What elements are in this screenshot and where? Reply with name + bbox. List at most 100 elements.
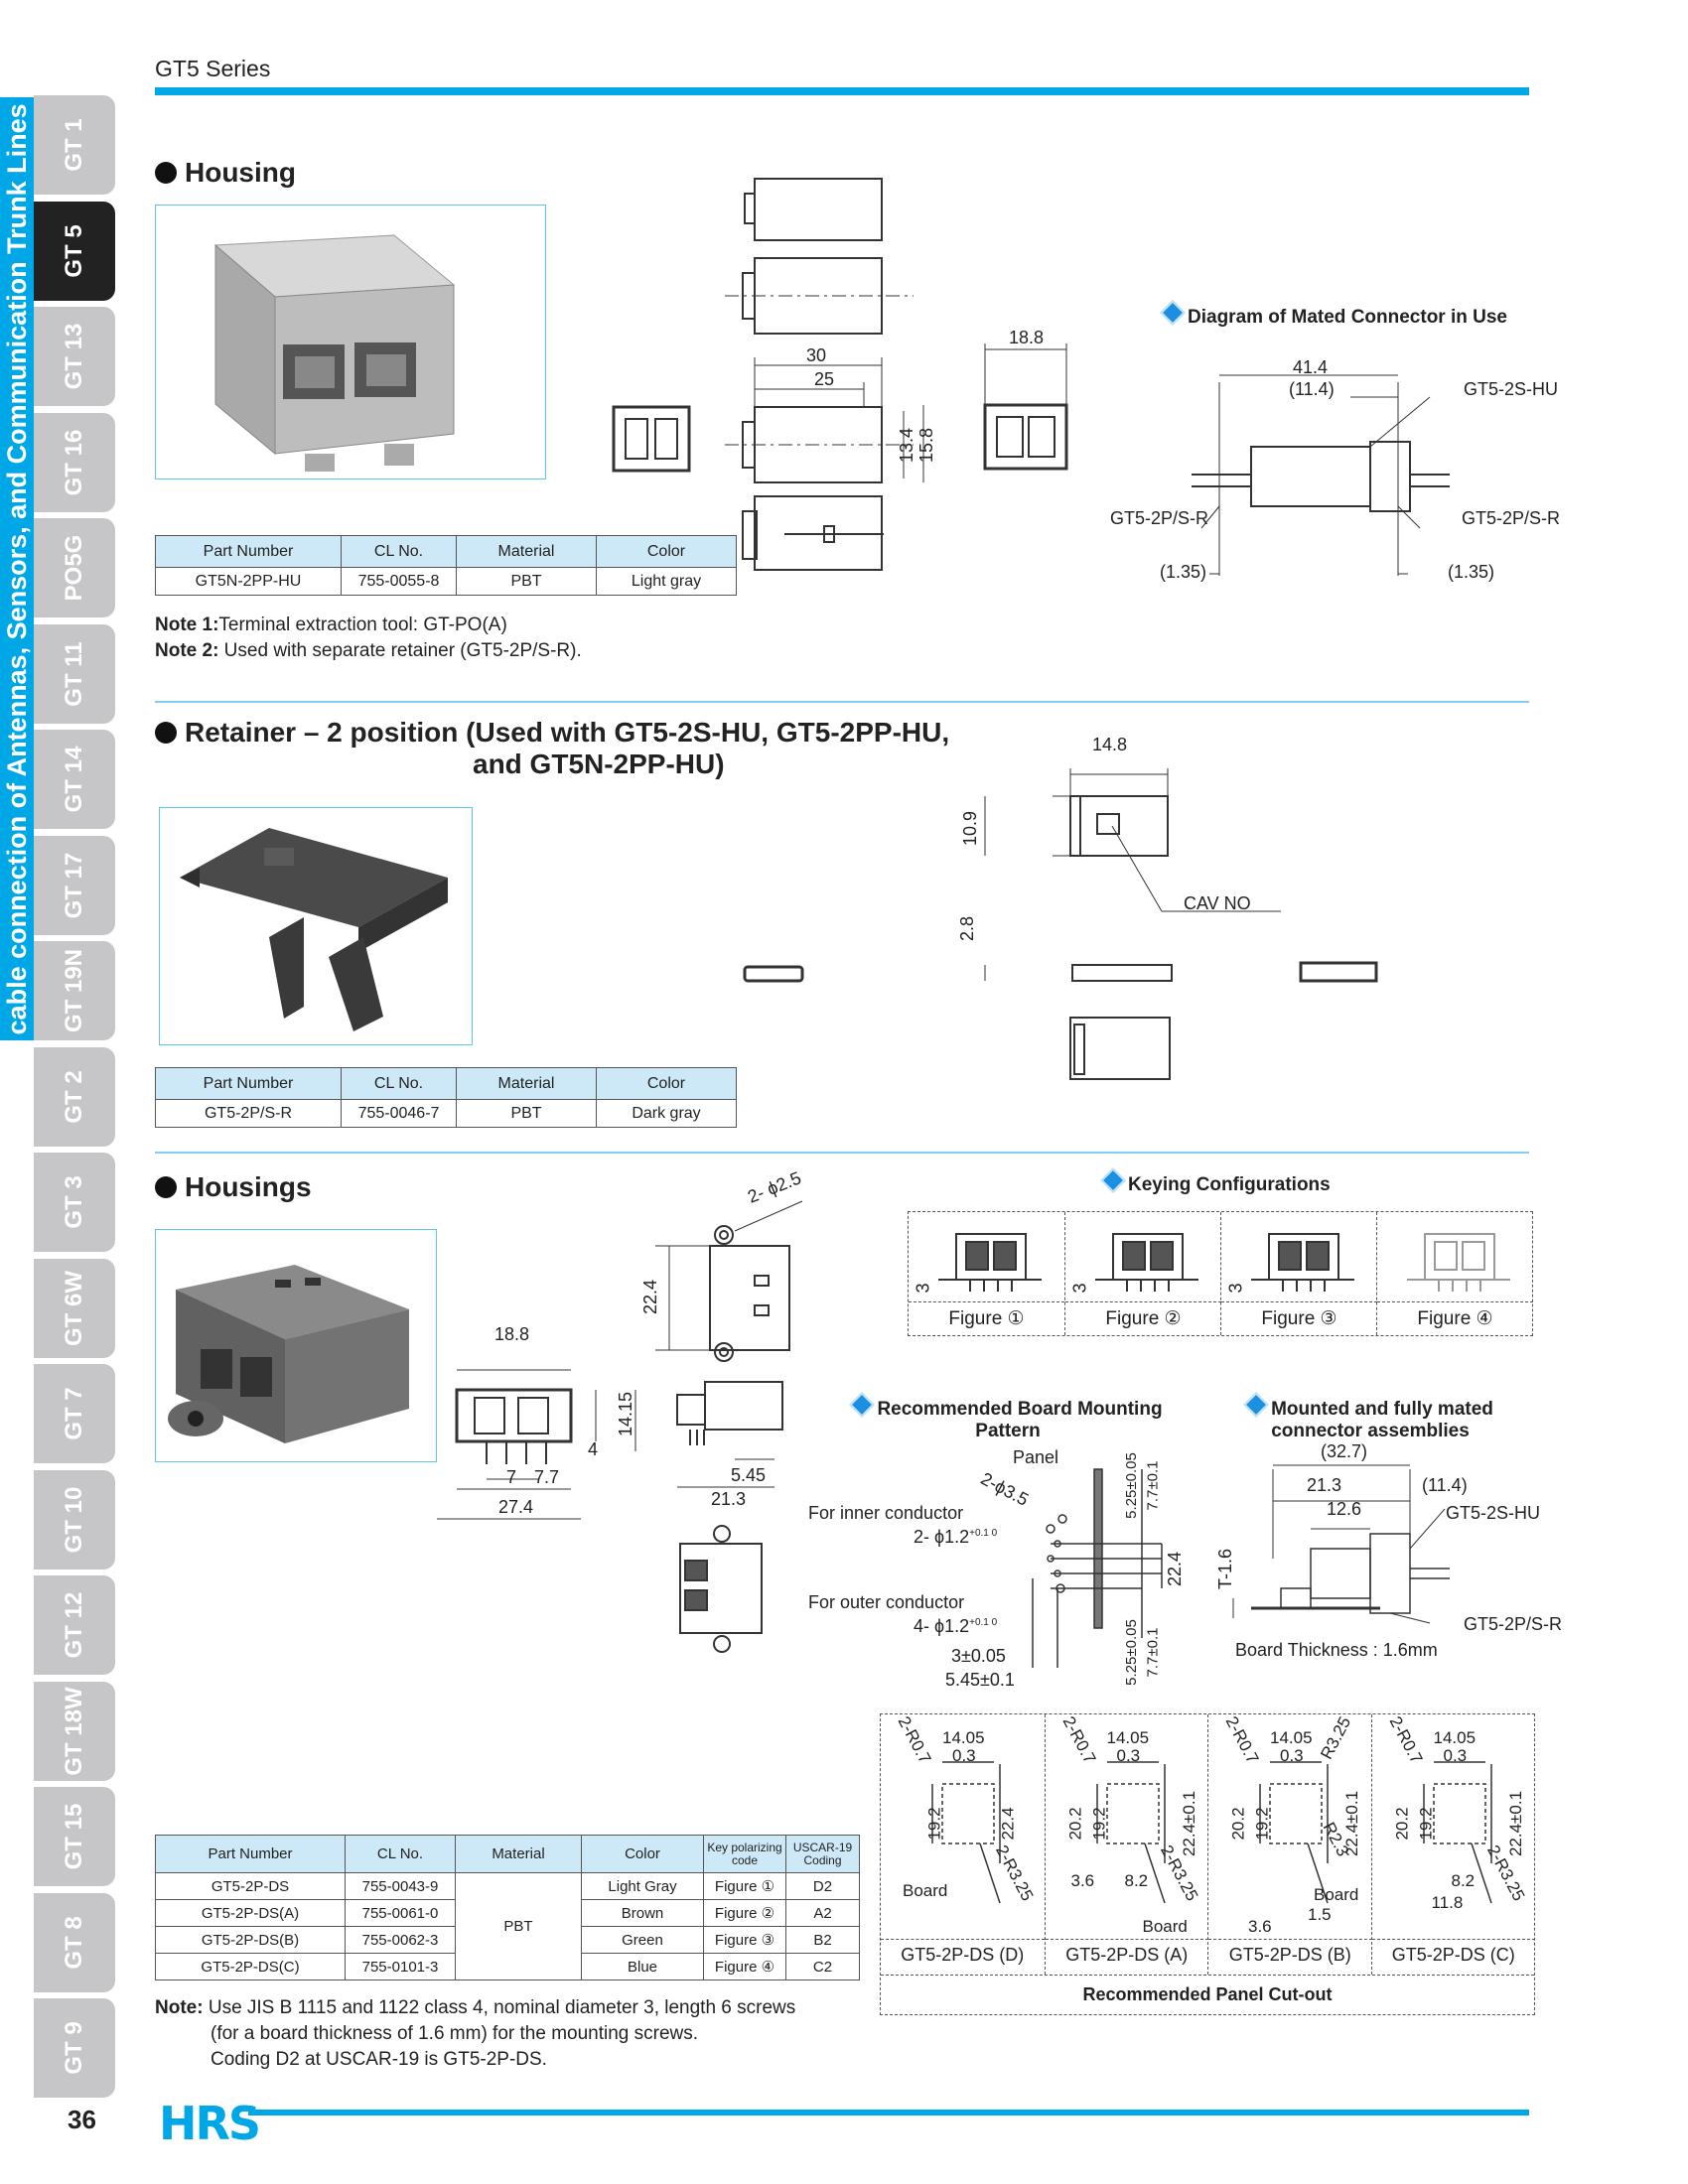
sidebar-tab-gt7[interactable]: GT 7 — [34, 1364, 115, 1463]
sidebar-tab-gt16[interactable]: GT 16 — [34, 412, 115, 512]
top-rule — [155, 87, 1529, 95]
cutout-dim-d1405: 14.05 — [1106, 1728, 1150, 1747]
dim-11-4: (11.4) — [1289, 379, 1335, 399]
sidebar-tab-gt3[interactable]: GT 3 — [34, 1153, 115, 1252]
keying-figure-label: Figure ② — [1105, 1308, 1182, 1329]
mounted-assembly-drawing — [1232, 1464, 1450, 1624]
dim-10-9: 10.9 — [960, 810, 981, 847]
cutout-dim-d36: 3.6 — [1070, 1871, 1095, 1890]
sidebar-tab-gt12[interactable]: GT 12 — [34, 1575, 115, 1675]
dim-11-4-m: (11.4) — [1422, 1475, 1468, 1495]
dim-14-15: 14.15 — [616, 1391, 636, 1437]
cutout-dim-board: Board — [1142, 1917, 1188, 1936]
sidebar-tab-gt18w[interactable]: GT 18W — [34, 1681, 115, 1781]
cutout-panel-name: GT5-2P-DS (D) — [901, 1945, 1025, 1965]
sidebar-tab-gt8[interactable]: GT 8 — [34, 1892, 115, 1992]
keying-figure-label: Figure ④ — [1417, 1308, 1493, 1329]
cutout-panel-name: GT5-2P-DS (A) — [1065, 1945, 1189, 1965]
housings-photo — [155, 1229, 437, 1462]
cutout-dim-d202: 20.2 — [1065, 1807, 1085, 1841]
dim-22-4: 22.4 — [640, 1279, 661, 1315]
label-gt5-2s-hu: GT5-2S-HU — [1464, 379, 1559, 399]
col-part-number: Part Number — [155, 535, 342, 568]
cutout-dim-d192: 19.2 — [1416, 1807, 1436, 1841]
inner-conductor-dia: 2- ϕ1.2+0.1 0 — [914, 1527, 998, 1547]
cutout-dim-d03: 0.3 — [1116, 1746, 1141, 1765]
diamond-icon — [1100, 1167, 1126, 1193]
dim-41-4: 41.4 — [1293, 357, 1329, 377]
sidebar-tab-gt15[interactable]: GT 15 — [34, 1787, 115, 1886]
keying-dim-3: 3 — [1069, 1283, 1090, 1294]
table-row: GT5-2P-DS(B) 755-0062-3 Green Figure ③ B… — [155, 1926, 860, 1954]
retainer-title-line2: and GT5N-2PP-HU) — [473, 749, 725, 779]
retainer-title: Retainer – 2 position (Used with GT5-2S-… — [155, 717, 949, 749]
board-pattern-drawing — [1032, 1468, 1163, 1668]
cutout-dim-d224: 22.4±0.1 — [1179, 1790, 1198, 1857]
dim-18-8-b: 18.8 — [494, 1324, 530, 1344]
dim-5-45: 5.45 — [731, 1465, 767, 1485]
cutout-dim-d192: 19.2 — [924, 1807, 944, 1841]
cav-no-label: CAV NO — [1184, 893, 1251, 913]
cutout-dim-d224: 22.4±0.1 — [1505, 1790, 1525, 1857]
dim-4: 4 — [588, 1439, 599, 1459]
dim-2-8: 2.8 — [957, 915, 978, 942]
dim-7-7-bottom: 7.7±0.1 — [1144, 1627, 1162, 1678]
housing-table: Part Number CL No. Material Color GT5N-2… — [155, 535, 737, 596]
cutout-caption: Recommended Panel Cut-out — [1082, 1984, 1333, 2004]
sidebar-tab-gt5[interactable]: GT 5 — [34, 201, 115, 301]
bullet-icon — [155, 722, 177, 744]
housings-note: Note: Use JIS B 1115 and 1122 class 4, n… — [155, 1997, 796, 2070]
bullet-icon — [155, 162, 177, 184]
dim-15-8: 15.8 — [916, 427, 937, 464]
section-divider — [155, 701, 1529, 703]
dim-32-7: (32.7) — [1321, 1441, 1368, 1461]
dim-1-35-right: (1.35) — [1448, 562, 1495, 582]
sidebar-tab-gt1[interactable]: GT 1 — [34, 95, 115, 195]
sidebar-tab-gt9[interactable]: GT 9 — [34, 1998, 115, 2098]
dim-12-6: 12.6 — [1327, 1499, 1362, 1519]
dim-5-25-bottom: 5.25±0.05 — [1122, 1619, 1140, 1686]
cutout-panel-name: GT5-2P-DS (B) — [1228, 1945, 1351, 1965]
sidebar-tab-gt10[interactable]: GT 10 — [34, 1469, 115, 1570]
cutout-dim-d202: 20.2 — [1228, 1807, 1248, 1841]
dim-18-8: 18.8 — [1009, 328, 1045, 347]
sidebar-tab-gt2[interactable]: GT 2 — [34, 1046, 115, 1147]
sidebar-tab-gt11[interactable]: GT 11 — [34, 623, 115, 724]
cutout-dim-d03: 0.3 — [1443, 1746, 1468, 1765]
keying-title: Keying Configurations — [1100, 1167, 1331, 1196]
sidebar-tab-gt6w[interactable]: GT 6W — [34, 1258, 115, 1358]
sidebar-tab-gt19n[interactable]: GT 19N — [34, 941, 115, 1040]
sidebar-strip: Coaxial cable connection of Antennas, Se… — [0, 97, 34, 1138]
dim-21-3: 21.3 — [711, 1489, 747, 1509]
sidebar-tab-gt17[interactable]: GT 17 — [34, 835, 115, 935]
outer-conductor-label: For outer conductor — [808, 1592, 965, 1612]
sidebar-tab-gt14[interactable]: GT 14 — [34, 730, 115, 829]
dim-7-7: 7.7 — [534, 1467, 560, 1487]
housing-title: Housing — [155, 157, 296, 189]
series-title: GT5 Series — [155, 56, 271, 81]
cutout-dim-d1405: 14.05 — [1270, 1728, 1313, 1747]
cutout-dim-d03: 0.3 — [1280, 1746, 1304, 1765]
cutout-dim-d192: 19.2 — [1089, 1807, 1109, 1841]
keying-figure-label: Figure ③ — [1261, 1308, 1337, 1329]
sidebar-tab-gt13[interactable]: GT 13 — [34, 307, 115, 406]
cutout-dim-d224: 22.4 — [998, 1807, 1018, 1841]
cutout-dim-d192: 19.2 — [1252, 1807, 1272, 1841]
housings-title: Housings — [155, 1171, 312, 1203]
dim-1-35-left: (1.35) — [1160, 562, 1207, 582]
sidebar-tab-po5g[interactable]: PO5G — [34, 518, 115, 617]
housings-table: Part Number CL No. Material Color Key po… — [155, 1835, 860, 1980]
dim-27-4: 27.4 — [498, 1497, 534, 1517]
dim-5-45-0-1: 5.45±0.1 — [945, 1670, 1015, 1690]
label-left-retainer: GT5-2P/S-R — [1110, 508, 1209, 528]
bottom-rule — [248, 2110, 1529, 2116]
table-row: GT5-2P-DS 755-0043-9 PBT Light Gray Figu… — [155, 1872, 860, 1980]
cutout-dim-d15: 1.5 — [1308, 1905, 1332, 1924]
